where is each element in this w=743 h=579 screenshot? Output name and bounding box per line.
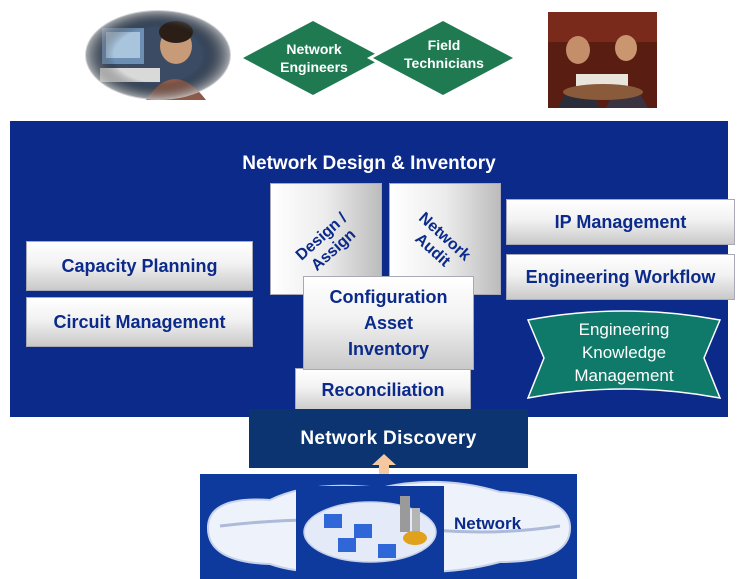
- knowledge-line: Knowledge: [581, 343, 667, 362]
- management-line: Management: [574, 366, 674, 385]
- field-technicians-line2: Technicians: [404, 55, 484, 71]
- up-arrow-icon: [372, 454, 396, 476]
- configuration-line: Configuration: [329, 287, 448, 307]
- reconciliation-box: Reconciliation: [295, 368, 471, 412]
- engineering-workflow-box: Engineering Workflow: [506, 254, 735, 300]
- configuration-asset-inventory-box: Configuration Asset Inventory: [303, 276, 474, 370]
- engineer-photo: [85, 10, 231, 100]
- meeting-photo: [548, 12, 657, 108]
- field-technicians-label: Field Technicians: [398, 36, 490, 72]
- network-engineers-line2: Engineers: [280, 59, 348, 75]
- role-diamonds: [237, 17, 519, 99]
- network-engineers-line1: Network: [286, 41, 342, 57]
- network-cloud-label: Network: [454, 514, 522, 533]
- capacity-planning-box: Capacity Planning: [26, 241, 253, 291]
- circuit-management-box: Circuit Management: [26, 297, 253, 347]
- engineering-line: Engineering: [578, 320, 670, 339]
- panel-title: Network Design & Inventory: [242, 153, 496, 174]
- network-cloud: [200, 474, 577, 579]
- network-engineers-label: Network Engineers: [268, 40, 360, 76]
- field-technicians-line1: Field: [427, 37, 461, 53]
- ip-management-box: IP Management: [506, 199, 735, 245]
- asset-line: Asset: [363, 313, 414, 333]
- knowledge-banner-shape: [526, 310, 722, 399]
- inventory-line: Inventory: [347, 339, 430, 359]
- engineering-knowledge-label: Engineering Knowledge Management: [549, 318, 699, 387]
